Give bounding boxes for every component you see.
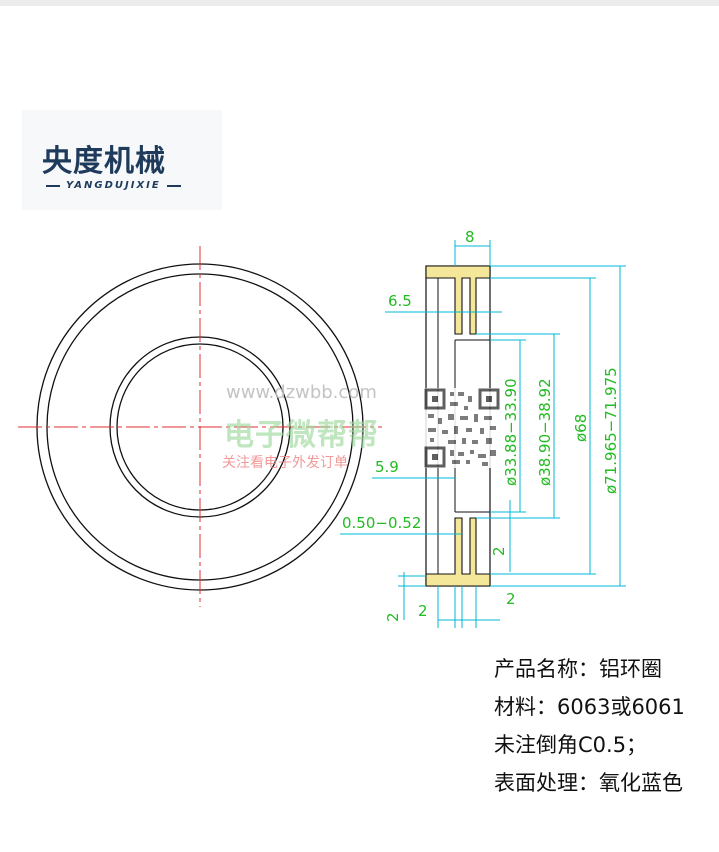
spec-chamfer: 未注倒角C0.5； (494, 733, 648, 757)
label-d4: ø71.965−71.975 (602, 367, 620, 494)
logo-name-cn: 央度机械 (42, 144, 166, 179)
spec-surface: 表面处理：氧化蓝色 (494, 771, 683, 795)
section-bottom (425, 517, 491, 587)
label-step-left: 6.5 (388, 292, 412, 310)
label-base-height: 2 (384, 612, 402, 622)
spec-block: 产品名称：铝环圈 材料：6063或6061 未注倒角C0.5； 表面处理：氧化蓝… (494, 650, 685, 802)
logo-name-en: YANGDUJIXIE (66, 180, 161, 191)
section-view (425, 265, 491, 587)
logo-dash-right (166, 184, 181, 187)
label-d2: ø38.90−38.92 (536, 378, 554, 486)
label-d3: ø68 (572, 414, 590, 442)
top-bar (0, 0, 719, 6)
label-groove-gap: 0.50−0.52 (342, 514, 421, 532)
label-bottom-w2: 2 (506, 590, 516, 608)
watermark-subtitle: 关注看电子外发订单 (222, 455, 348, 471)
watermark: www.dzwbb.com 电子微帮帮 关注看电子外发订单 (212, 374, 512, 484)
label-d1: ø33.88−33.90 (502, 378, 520, 486)
spec-product: 产品名称：铝环圈 (494, 657, 662, 681)
front-view (18, 246, 382, 607)
label-groove-depth: 2 (490, 546, 508, 556)
spec-material: 材料：6063或6061 (494, 695, 685, 719)
label-width-top: 8 (465, 228, 475, 246)
logo-dash-left (46, 184, 60, 187)
section-top (425, 265, 491, 335)
company-logo: 央度机械 YANGDUJIXIE (22, 110, 222, 210)
dimension-lines (340, 240, 626, 628)
watermark-name: 电子微帮帮 (224, 418, 379, 453)
watermark-url: www.dzwbb.com (226, 382, 377, 403)
dimension-labels: 8 6.5 5.9 0.50−0.52 2 2 2 2 ø33.88−33.90… (342, 228, 620, 622)
logo-en-row: YANGDUJIXIE (46, 180, 181, 191)
qr-code-icon (424, 388, 500, 468)
label-bottom-w1: 2 (418, 602, 428, 620)
label-inner-step: 5.9 (375, 458, 399, 476)
